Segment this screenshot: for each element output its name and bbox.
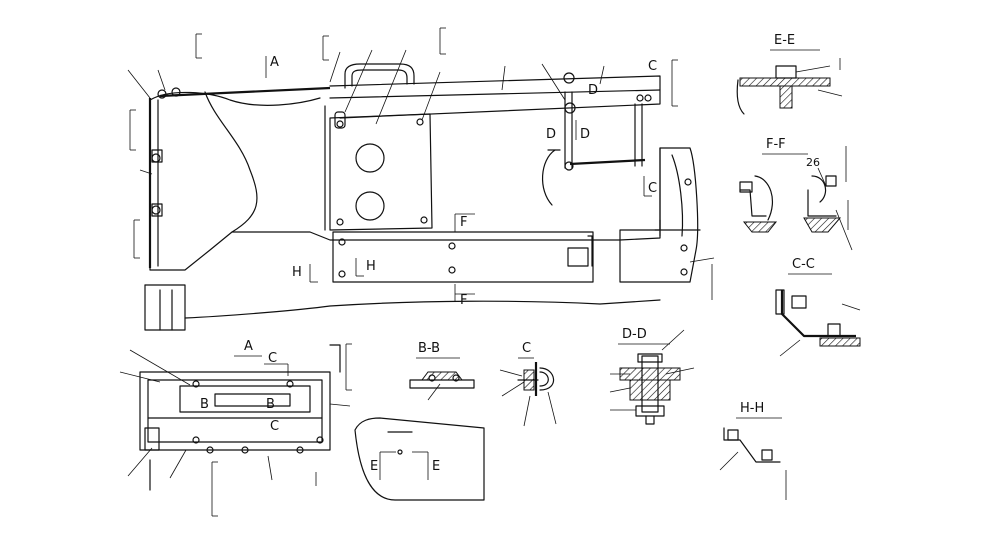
section-d-d: D-D — [609, 327, 695, 425]
section-dd-title: D-D — [622, 327, 647, 342]
view-a-c-label: C — [268, 351, 277, 366]
label-a: A — [270, 55, 279, 70]
view-a-c-bottom: C — [270, 419, 279, 434]
detail-view-e: E E — [354, 417, 485, 501]
detail-view-a: A C B B C — [119, 339, 352, 517]
label-d-2: D — [546, 127, 556, 142]
view-a-b-2: B — [266, 397, 275, 412]
main-assembly-view: A C D D D F F H H C — [127, 27, 715, 331]
view-a-b-1: B — [200, 397, 209, 412]
label-d-1: D — [588, 83, 598, 98]
label-h-1: H — [292, 265, 302, 280]
section-bb-title: B-B — [418, 341, 440, 356]
section-cc-title: C-C — [792, 257, 815, 272]
inner-cover-plate — [329, 113, 433, 231]
label-c-right: C — [648, 181, 657, 196]
lift-handle — [344, 63, 415, 89]
view-e-label-right: E — [432, 459, 440, 474]
label-f-top: F — [460, 215, 467, 230]
view-e-label-left: E — [370, 459, 378, 474]
detail-c-title: C — [522, 341, 531, 356]
section-ff-title: F-F — [766, 137, 786, 152]
section-b-b: B-B — [409, 341, 475, 401]
top-rail — [159, 86, 331, 98]
label-h-2: H — [366, 259, 376, 274]
section-f-f: F-F 26 — [739, 137, 853, 251]
section-e-e: E-E — [736, 33, 843, 115]
label-c: C — [648, 59, 657, 74]
section-hh-title: H-H — [740, 401, 764, 416]
view-a-title: A — [244, 339, 253, 354]
label-f-bottom: F — [460, 293, 467, 308]
right-fender — [619, 147, 699, 283]
label-d-3: D — [580, 127, 590, 142]
section-c-c: C-C — [775, 257, 861, 357]
section-ee-title: E-E — [774, 33, 795, 48]
detail-view-c: C — [499, 341, 557, 427]
lower-plate — [332, 231, 594, 283]
label-26: 26 — [806, 156, 820, 169]
section-h-h: H-H — [719, 401, 787, 500]
side-panel-outline — [149, 99, 661, 271]
